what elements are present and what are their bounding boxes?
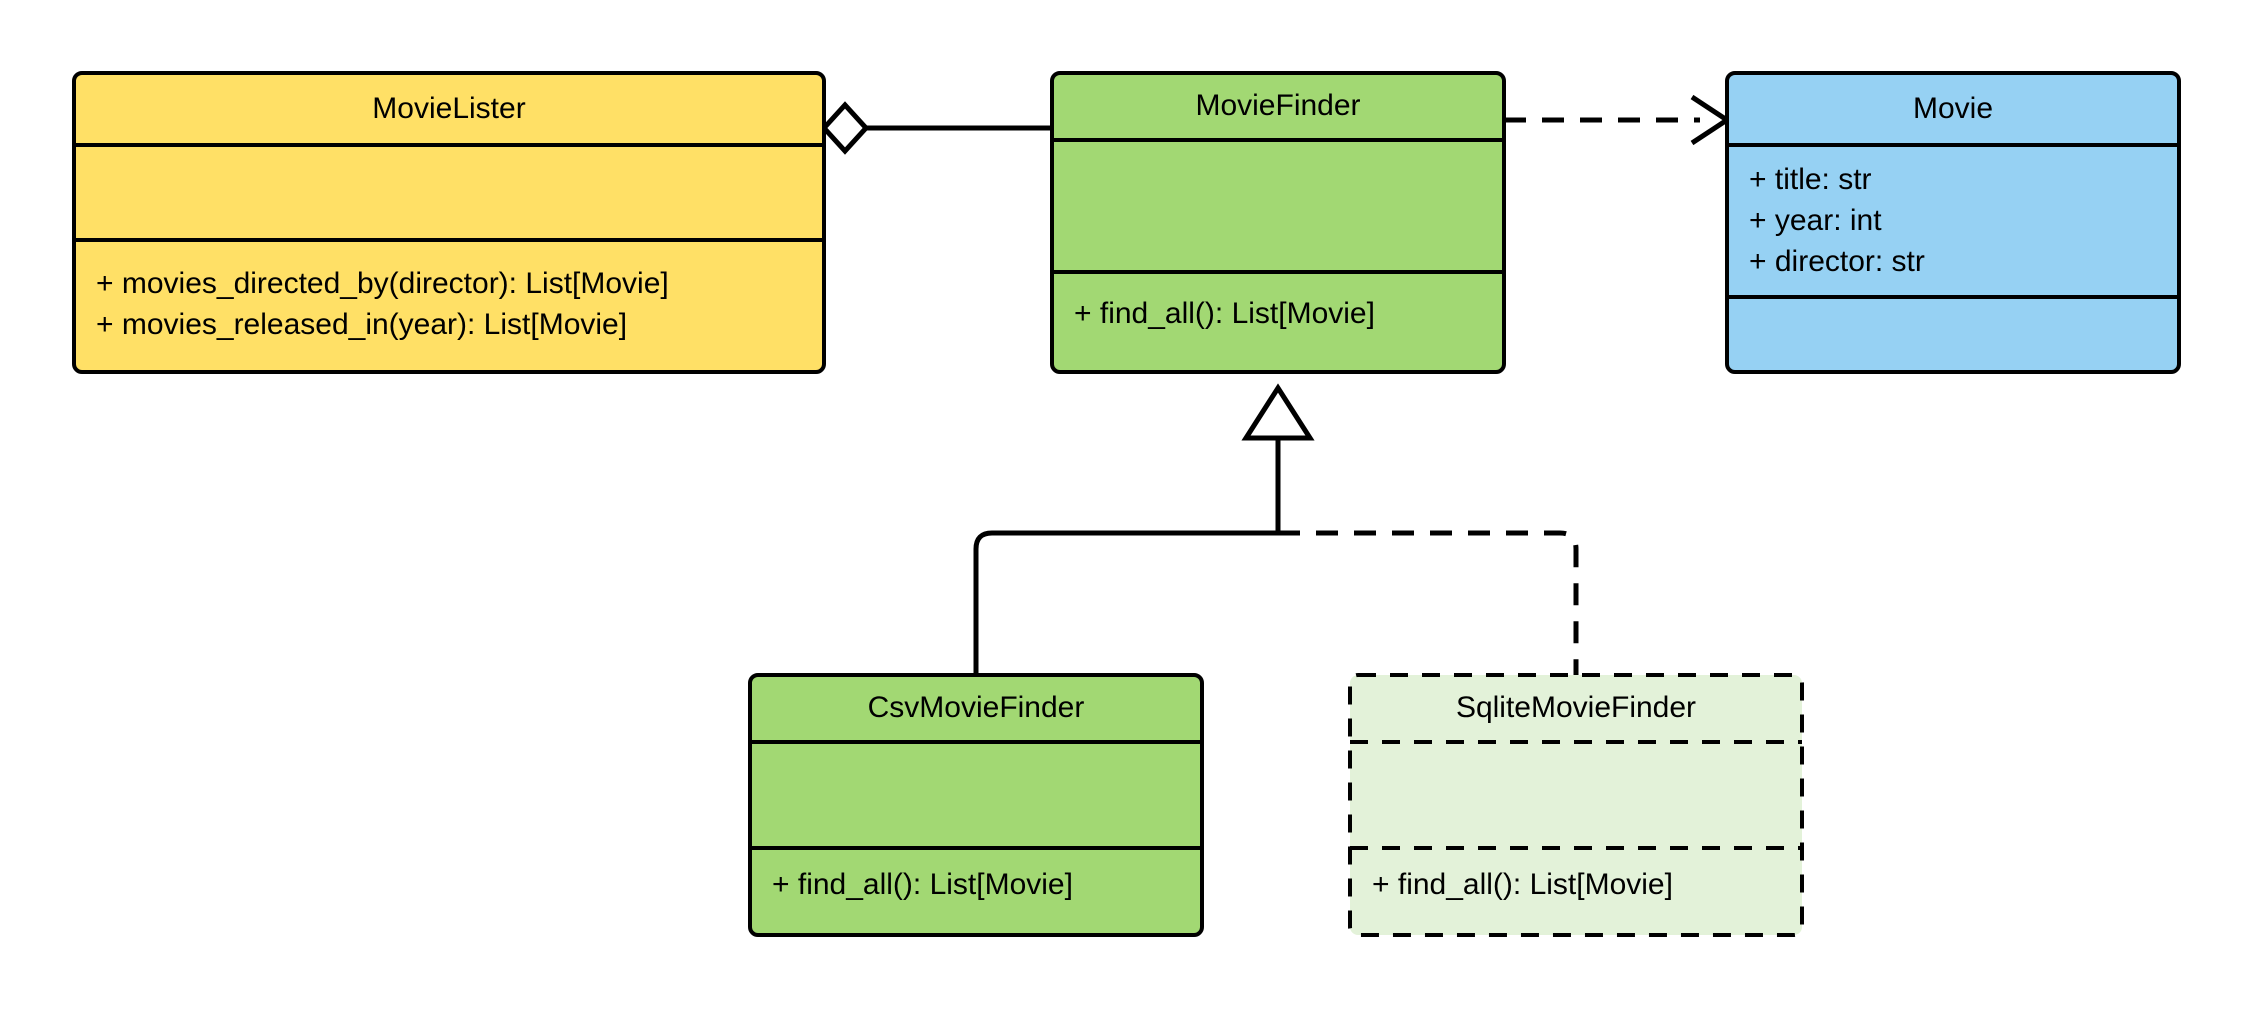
edge-generalization-csv: [973, 530, 1278, 675]
movie-finder-frame[interactable]: [1050, 71, 1506, 374]
generalization-sqlite-line: [1278, 530, 1579, 675]
csv-movie-finder-method-1: + find_all(): List[Movie]: [772, 868, 1073, 901]
hollow-diamond-icon: [820, 101, 870, 155]
edge-generalization-sqlite: [1278, 530, 1579, 675]
edge-generalization-trunk: [1241, 383, 1315, 533]
movie-finder-method-1: + find_all(): List[Movie]: [1074, 297, 1375, 330]
movie-lister-frame[interactable]: [72, 71, 826, 374]
edge-dependency-finder-movie: [1504, 94, 1732, 146]
movie-attribute-1: + title: str: [1749, 163, 1872, 196]
movie-finder-title: MovieFinder: [1195, 89, 1360, 122]
sqlite-movie-finder-title: SqliteMovieFinder: [1456, 691, 1696, 724]
class-box-movie-lister[interactable]: MovieLister + movies_directed_by(directo…: [72, 71, 826, 374]
hollow-triangle-icon: [1241, 383, 1315, 441]
movie-attribute-2: + year: int: [1749, 204, 1882, 237]
csv-movie-finder-title: CsvMovieFinder: [868, 691, 1085, 724]
movie-lister-method-2: + movies_released_in(year): List[Movie]: [96, 308, 627, 341]
class-box-movie[interactable]: Movie + title: str + year: int + directo…: [1725, 71, 2181, 374]
movie-attribute-3: + director: str: [1749, 245, 1925, 278]
movie-title: Movie: [1913, 92, 1993, 125]
movie-lister-title: MovieLister: [372, 92, 525, 125]
sqlite-movie-finder-method-1: + find_all(): List[Movie]: [1372, 868, 1673, 901]
class-box-csv-movie-finder[interactable]: CsvMovieFinder + find_all(): List[Movie]: [748, 673, 1204, 937]
class-box-movie-finder[interactable]: MovieFinder + find_all(): List[Movie]: [1050, 71, 1506, 374]
generalization-csv-line: [973, 530, 1278, 675]
edge-aggregation-lister-finder: [820, 101, 1052, 155]
movie-lister-method-1: + movies_directed_by(director): List[Mov…: [96, 267, 669, 300]
class-box-sqlite-movie-finder[interactable]: SqliteMovieFinder + find_all(): List[Mov…: [1348, 673, 1804, 937]
